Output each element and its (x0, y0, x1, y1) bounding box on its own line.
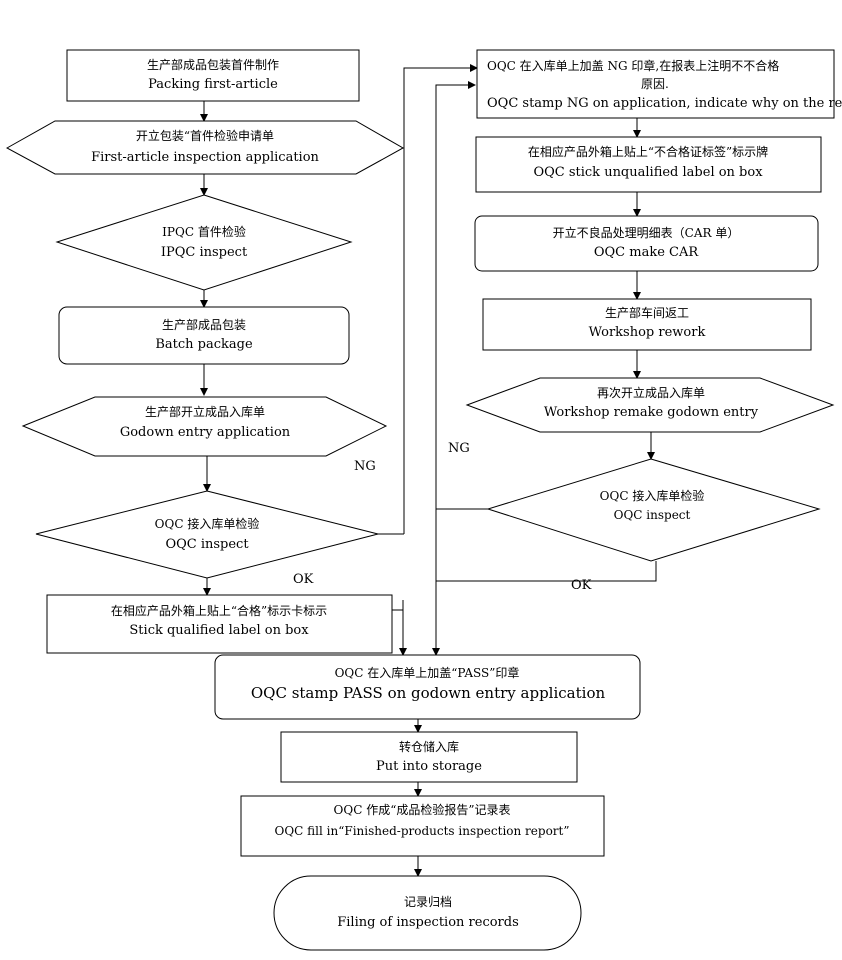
node-zh-text-line2: 原因. (641, 77, 669, 91)
node-oqc-inspect-right: OQC 接入库单检验 OQC inspect (486, 458, 821, 562)
node-zh-text: 在相应产品外箱上贴上“合格”标示卡标示 (111, 603, 327, 618)
node-batch-package: 生产部成品包装 Batch package (58, 306, 350, 365)
node-zh-text: OQC 作成“成品检验报告”记录表 (334, 802, 511, 817)
node-zh-text: 开立包装“首件检验申请单 (136, 128, 274, 143)
node-en-text: OQC inspect (614, 508, 691, 522)
node-en-text: OQC make CAR (594, 245, 700, 260)
node-en-text: Filing of inspection records (337, 915, 519, 930)
node-workshop-rework: 生产部车间返工 Workshop rework (482, 298, 812, 351)
node-en-text: First-article inspection application (91, 150, 319, 165)
node-put-into-storage: 转仓储入库 Put into storage (280, 731, 578, 783)
node-oqc-inspection-report: OQC 作成“成品检验报告”记录表 OQC fill in“Finished-p… (240, 795, 605, 857)
node-en-text: OQC stick unqualified label on box (533, 165, 763, 180)
node-en-text: Workshop remake godown entry (544, 405, 759, 420)
node-packing-first-article: 生产部成品包装首件制作 Packing first-article (66, 49, 360, 102)
node-oqc-inspect-left: OQC 接入库单检验 OQC inspect (35, 490, 379, 579)
label-ok-left: OK (293, 572, 314, 587)
node-zh-text: 记录归档 (404, 895, 452, 909)
node-ipqc-inspect: IPQC 首件检验 IPQC inspect (55, 194, 353, 291)
node-en-text: OQC stamp PASS on godown entry applicati… (251, 684, 606, 702)
node-en-text: OQC inspect (165, 537, 249, 552)
node-en-text: OQC stamp NG on application, indicate wh… (487, 96, 842, 111)
node-filing-records: 记录归档 Filing of inspection records (273, 875, 582, 951)
node-zh-text: 转仓储入库 (399, 739, 459, 754)
node-zh-text: 再次开立成品入库单 (597, 385, 705, 400)
label-ng-left: NG (354, 459, 376, 474)
node-en-text: Stick qualified label on box (129, 623, 309, 638)
node-stick-unqualified-label: 在相应产品外箱上贴上“不合格证标签”标示牌 OQC stick unqualif… (475, 136, 822, 193)
node-zh-text: OQC 接入库单检验 (600, 488, 705, 503)
node-zh-text-line1: OQC 在入库单上加盖 NG 印章,在报表上注明不不合格 (487, 58, 779, 73)
node-en-text: IPQC inspect (161, 245, 248, 260)
node-zh-text: 开立不良品处理明细表（CAR 单） (553, 225, 740, 240)
node-remake-godown-entry: 再次开立成品入库单 Workshop remake godown entry (465, 377, 835, 433)
node-en-text: Packing first-article (148, 77, 278, 92)
node-zh-text: 生产部成品包装首件制作 (147, 57, 279, 72)
node-en-text: Batch package (155, 337, 253, 352)
node-zh-text: OQC 接入库单检验 (155, 516, 260, 531)
connectors (200, 64, 657, 877)
node-en-text: OQC fill in“Finished-products inspection… (275, 824, 570, 838)
node-zh-text: IPQC 首件检验 (162, 224, 246, 239)
node-godown-entry-application: 生产部开立成品入库单 Godown entry application (21, 396, 388, 457)
node-oqc-stamp-pass: OQC 在入库单上加盖“PASS”印章 OQC stamp PASS on go… (214, 654, 641, 720)
node-stick-qualified-label: 在相应产品外箱上贴上“合格”标示卡标示 Stick qualified labe… (46, 594, 393, 654)
node-zh-text: OQC 在入库单上加盖“PASS”印章 (335, 665, 520, 680)
node-make-car: 开立不良品处理明细表（CAR 单） OQC make CAR (474, 215, 819, 272)
node-oqc-stamp-ng: OQC 在入库单上加盖 NG 印章,在报表上注明不不合格 原因. OQC sta… (476, 49, 842, 119)
node-first-article-application: 开立包装“首件检验申请单 First-article inspection ap… (5, 120, 405, 175)
node-zh-text: 生产部车间返工 (605, 305, 689, 320)
node-en-text: Put into storage (376, 759, 482, 774)
label-ng-right: NG (448, 441, 470, 456)
node-en-text: Workshop rework (589, 325, 706, 340)
node-en-text: Godown entry application (120, 425, 291, 440)
node-zh-text: 生产部开立成品入库单 (145, 404, 265, 419)
node-zh-text: 在相应产品外箱上贴上“不合格证标签”标示牌 (528, 144, 768, 159)
label-ok-right: OK (571, 578, 592, 593)
node-zh-text: 生产部成品包装 (162, 317, 246, 332)
